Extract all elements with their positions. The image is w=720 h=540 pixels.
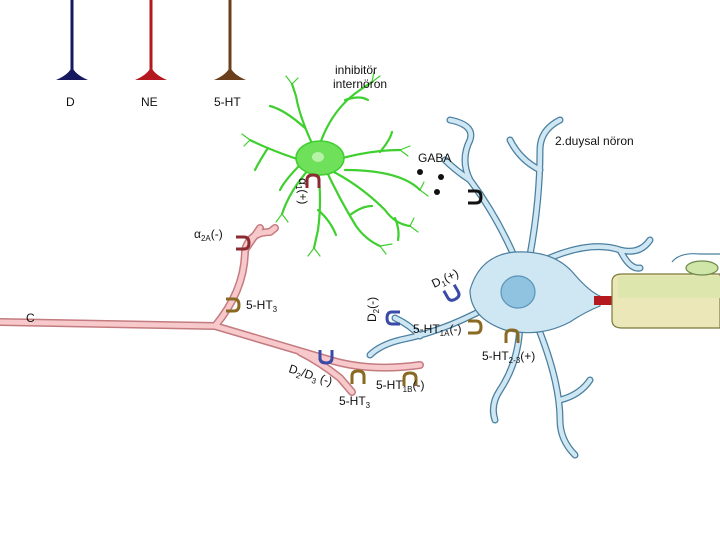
alpha1-label: α1(+): [294, 178, 310, 204]
inhibitory-interneuron: [241, 71, 429, 257]
5ht3-bottom-receptor-icon: [350, 369, 366, 384]
interneuron-label-line2: internöron: [333, 77, 387, 91]
noradrenaline-axon: [135, 0, 167, 80]
second-sensory-neuron: [366, 116, 720, 459]
dopamine-axon: [56, 0, 88, 80]
gaba-receptor-icon: [468, 189, 483, 205]
5ht1a-receptor-icon: [468, 319, 483, 335]
5ht1b-receptor-icon: [402, 371, 418, 386]
d2d3-label: D2/D3 (-): [286, 362, 334, 391]
5ht23-label: 5-HT2-3(+): [482, 349, 535, 365]
d2-left-receptor-icon: [385, 310, 400, 326]
serotonin-axon: [214, 0, 246, 80]
d2-left-label: D2(-): [365, 297, 381, 322]
gaba-label: GABA: [418, 151, 451, 165]
c-fiber: [0, 224, 424, 396]
alpha2a-label: α2A(-): [194, 227, 223, 243]
5ht1b-label: 5-HT1B(-): [376, 378, 424, 394]
d2d3-receptor-icon: [318, 350, 334, 365]
gaba-vesicles: [417, 169, 444, 195]
5ht23-receptor-icon: [504, 328, 520, 343]
5ht3-branch-label: 5-HT3: [246, 298, 278, 314]
alpha1-receptor-icon: [305, 173, 321, 188]
c-fiber-label: C: [26, 311, 35, 325]
second-neuron-label: 2.duysal nöron: [555, 134, 634, 148]
5ht3-branch-receptor-icon: [226, 297, 241, 313]
label-d: D: [66, 95, 75, 109]
alpha2a-receptor-icon: [236, 235, 251, 251]
label-5ht: 5-HT: [214, 95, 241, 109]
interneuron-label-line1: inhibitör: [335, 63, 377, 77]
5ht3-bottom-label: 5-HT3: [339, 394, 371, 410]
5ht1a-label: 5-HT1A(-): [413, 322, 461, 338]
d1-receptor-icon: [442, 284, 461, 302]
label-ne: NE: [141, 95, 158, 109]
